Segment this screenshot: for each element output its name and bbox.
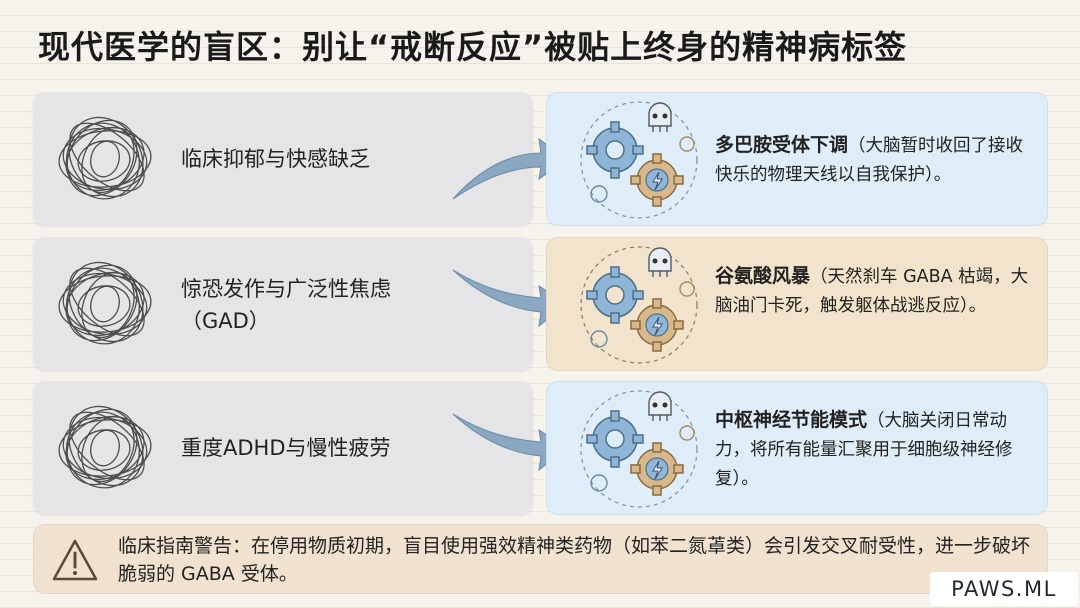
mechanism-card-2: 谷氨酸风暴（天然刹车 GABA 枯竭，大脑油门卡死，触发躯体战逃反应）。 — [546, 237, 1048, 371]
warning-banner: 临床指南警告：在停用物质初期，盲目使用强效精神类药物（如苯二氮䓬类）会引发交叉耐… — [33, 524, 1048, 594]
mechanism-text-1: 多巴胺受体下调（大脑暂时收回了接收快乐的物理天线以自我保护）。 — [715, 131, 1033, 190]
symptom-label-1: 临床抑郁与快感缺乏 — [181, 147, 370, 171]
mechanism-title-3: 中枢神经节能模式 — [715, 409, 868, 431]
mechanism-title-2: 谷氨酸风暴 — [715, 265, 811, 287]
symptom-card-2: 惊恐发作与广泛性焦虑（GAD） — [33, 237, 533, 371]
warning-text: 临床指南警告：在停用物质初期，盲目使用强效精神类药物（如苯二氮䓬类）会引发交叉耐… — [118, 535, 1031, 585]
mechanism-card-1: 多巴胺受体下调（大脑暂时收回了接收快乐的物理天线以自我保护）。 — [546, 92, 1048, 226]
symptom-label-2: 惊恐发作与广泛性焦虑（GAD） — [181, 277, 391, 333]
scribble-icon — [58, 116, 152, 200]
mechanism-text-2: 谷氨酸风暴（天然刹车 GABA 枯竭，大脑油门卡死，触发躯体战逃反应）。 — [715, 262, 1033, 321]
page-title: 现代医学的盲区：别让“戒断反应”被贴上终身的精神病标签 — [38, 28, 908, 66]
mechanism-card-3: 中枢神经节能模式（大脑关闭日常动力，将所有能量汇聚用于细胞级神经修复）。 — [546, 381, 1048, 515]
mechanism-detail-3: （大脑关闭日常动力，将所有能量汇聚用于细胞级神经修复）。 — [715, 411, 1013, 489]
gear-icon — [580, 101, 698, 219]
symptom-card-3: 重度ADHD与慢性疲劳 — [33, 381, 533, 515]
gear-icon — [580, 246, 698, 364]
logo: PAWS.ML — [930, 572, 1078, 606]
mechanism-detail-2: （天然刹车 GABA 枯竭，大脑油门卡死，触发躯体战逃反应）。 — [715, 267, 1029, 316]
warning-triangle-icon — [52, 539, 98, 581]
gear-icon — [580, 390, 698, 508]
mechanism-title-1: 多巴胺受体下调 — [715, 134, 849, 156]
mechanism-text-3: 中枢神经节能模式（大脑关闭日常动力，将所有能量汇聚用于细胞级神经修复）。 — [715, 406, 1033, 494]
scribble-icon — [58, 261, 152, 345]
symptom-card-1: 临床抑郁与快感缺乏 — [33, 92, 533, 226]
symptom-label-3: 重度ADHD与慢性疲劳 — [181, 436, 391, 460]
mechanism-detail-1: （大脑暂时收回了接收快乐的物理天线以自我保护）。 — [715, 136, 1024, 185]
scribble-icon — [58, 405, 152, 489]
